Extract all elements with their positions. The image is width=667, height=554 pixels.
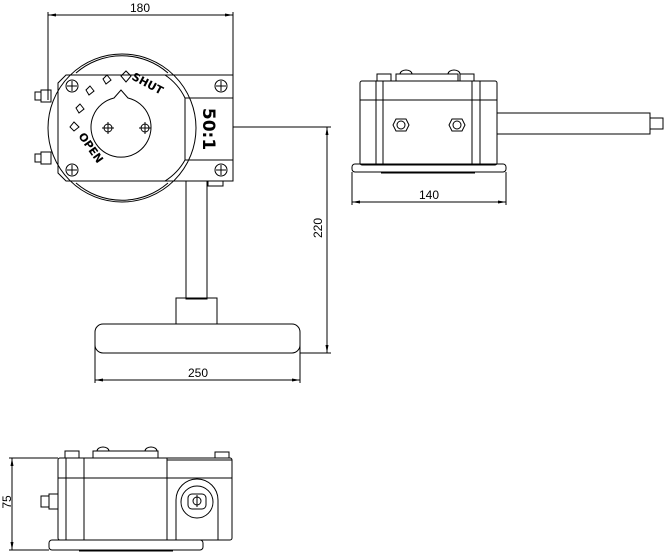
cover-plate <box>57 74 234 182</box>
dimension-label-140: 140 <box>419 188 439 202</box>
screw-icon <box>65 79 228 177</box>
open-label: OPEN <box>76 130 106 165</box>
base-plate <box>48 539 204 551</box>
shaft-boss <box>175 478 219 540</box>
bottom-view: 75 <box>0 446 233 552</box>
front-view: 180 50:1 SHUT OPEN <box>34 1 331 383</box>
dimension-75: 75 <box>0 457 58 551</box>
housing-outer-circle <box>47 53 197 203</box>
dimension-140: 140 <box>351 172 507 205</box>
crosshair-hole-icon <box>102 122 151 134</box>
dimension-180: 180 <box>47 1 234 100</box>
stem <box>185 180 208 300</box>
shut-label: SHUT <box>130 70 166 97</box>
dimension-label-220: 220 <box>311 218 325 238</box>
gearbox-body <box>359 80 498 166</box>
position-indicator-diamonds <box>69 70 132 132</box>
nut-icon <box>48 493 59 510</box>
dimension-label-250: 250 <box>188 366 208 380</box>
hex-nut-icon <box>392 118 466 132</box>
position-dial <box>90 89 152 158</box>
dimension-220: 220 <box>233 126 331 354</box>
side-view: 140 <box>351 69 664 205</box>
dimension-250: 250 <box>94 340 301 383</box>
dimension-label-75: 75 <box>0 495 14 509</box>
gear-ratio-label: 50:1 <box>198 108 218 150</box>
shaft <box>496 112 651 135</box>
base-plate <box>351 163 507 173</box>
handwheel-hub <box>175 297 218 325</box>
dimension-label-180: 180 <box>130 1 150 15</box>
handwheel[interactable] <box>94 323 301 354</box>
nut-icon <box>34 89 52 165</box>
